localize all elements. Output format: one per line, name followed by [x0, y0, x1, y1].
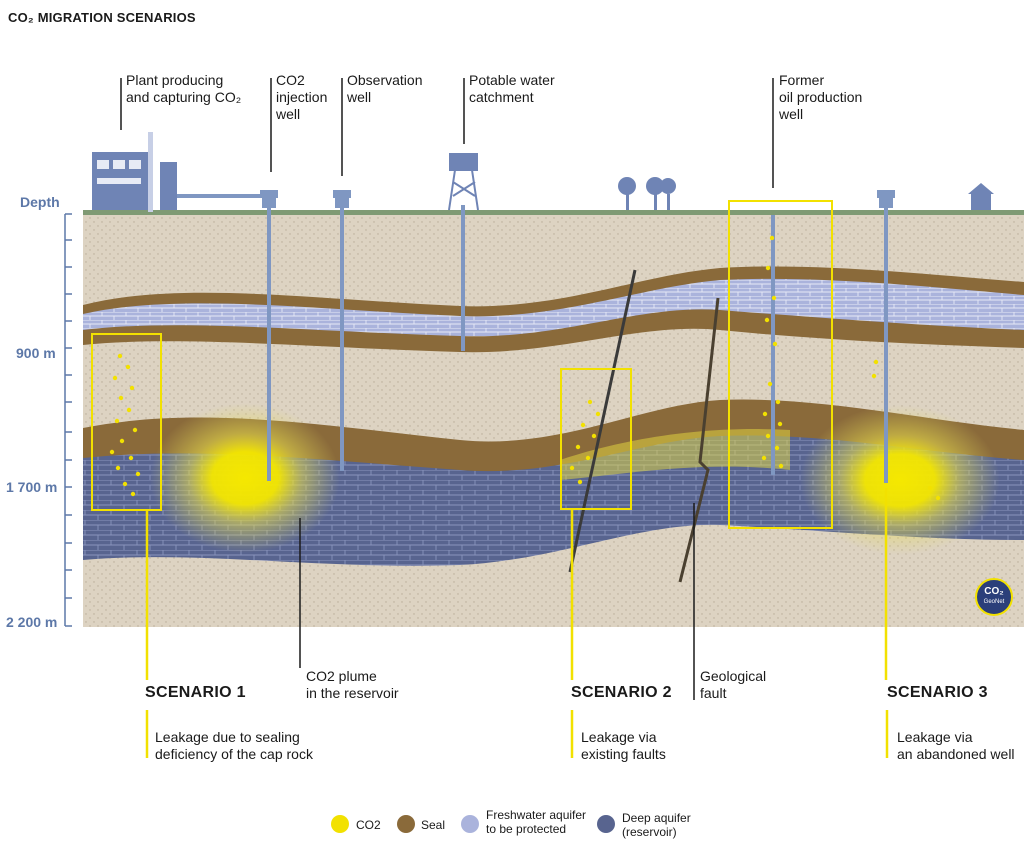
potable-water-pipe [461, 205, 465, 351]
logo-subtext: GeoNet [983, 599, 1005, 605]
legend-label-deep-aquifer: Deep aquifer (reservoir) [622, 811, 691, 839]
legend-swatch-deep-aquifer [597, 815, 615, 833]
legend-swatch-seal [397, 815, 415, 833]
scenario-1-title: SCENARIO 1 [145, 684, 246, 701]
water-tower [448, 153, 479, 211]
scenario-leaders [145, 488, 889, 758]
co2-bubbles [109, 235, 941, 501]
legend-label-seal: Seal [421, 818, 446, 832]
plant-label: Plant producing and capturing CO₂ [126, 72, 242, 105]
house [968, 183, 994, 210]
former-oil-well-pipe [771, 215, 775, 475]
observation-well-label: Observation well [347, 72, 423, 105]
freshwater-aquifer-layer [83, 278, 1024, 337]
co2-plume-3 [800, 405, 1000, 555]
scenario-3-former-well-box [728, 200, 833, 529]
depth-tick-900: 900 m [16, 345, 56, 361]
scenario-3-desc: Leakage via an abandoned well [897, 729, 1015, 762]
legend-swatch-co2 [331, 815, 349, 833]
depth-scale [64, 213, 72, 627]
fault-line-left [568, 269, 637, 573]
scenario-2-title: SCENARIO 2 [571, 684, 672, 701]
depth-tick-2200: 2 200 m [6, 614, 58, 630]
legend-label-freshwater: Freshwater aquifer to be protected [486, 808, 587, 836]
scenario-2-box [560, 368, 632, 510]
well-heads [260, 190, 895, 208]
fault-label: Geological fault [700, 668, 767, 701]
scenario-2-desc: Leakage via existing faults [581, 729, 666, 762]
abandoned-well-pipe [884, 205, 888, 483]
geonet-logo [975, 578, 1013, 616]
co2-plume-1 [150, 403, 340, 553]
plant-building [92, 132, 262, 212]
plume-label: CO2 plume in the reservoir [306, 668, 399, 701]
scenario-1-box [91, 333, 162, 511]
legend-swatch-freshwater [461, 815, 479, 833]
depth-tick-1700: 1 700 m [6, 479, 58, 495]
potable-water-label: Potable water catchment [469, 72, 555, 105]
depth-title: Depth [20, 194, 60, 210]
observation-well-pipe [340, 205, 344, 471]
leader-lines [120, 78, 774, 700]
injection-well-pipe [267, 205, 271, 481]
injection-well-label: CO2 injection well [276, 72, 328, 122]
legend-label-co2: CO2 [356, 818, 381, 832]
scenario-1-desc: Leakage due to sealing deficiency of the… [155, 729, 313, 762]
trees [618, 177, 676, 210]
scenario-3-title: SCENARIO 3 [887, 684, 988, 701]
surface-line [83, 210, 1024, 215]
page-title: CO₂ MIGRATION SCENARIOS [8, 10, 196, 25]
former-oil-well-label: Former oil production well [779, 72, 863, 122]
co2-plume-2 [560, 429, 790, 480]
logo-text: CO₂ [984, 586, 1004, 597]
